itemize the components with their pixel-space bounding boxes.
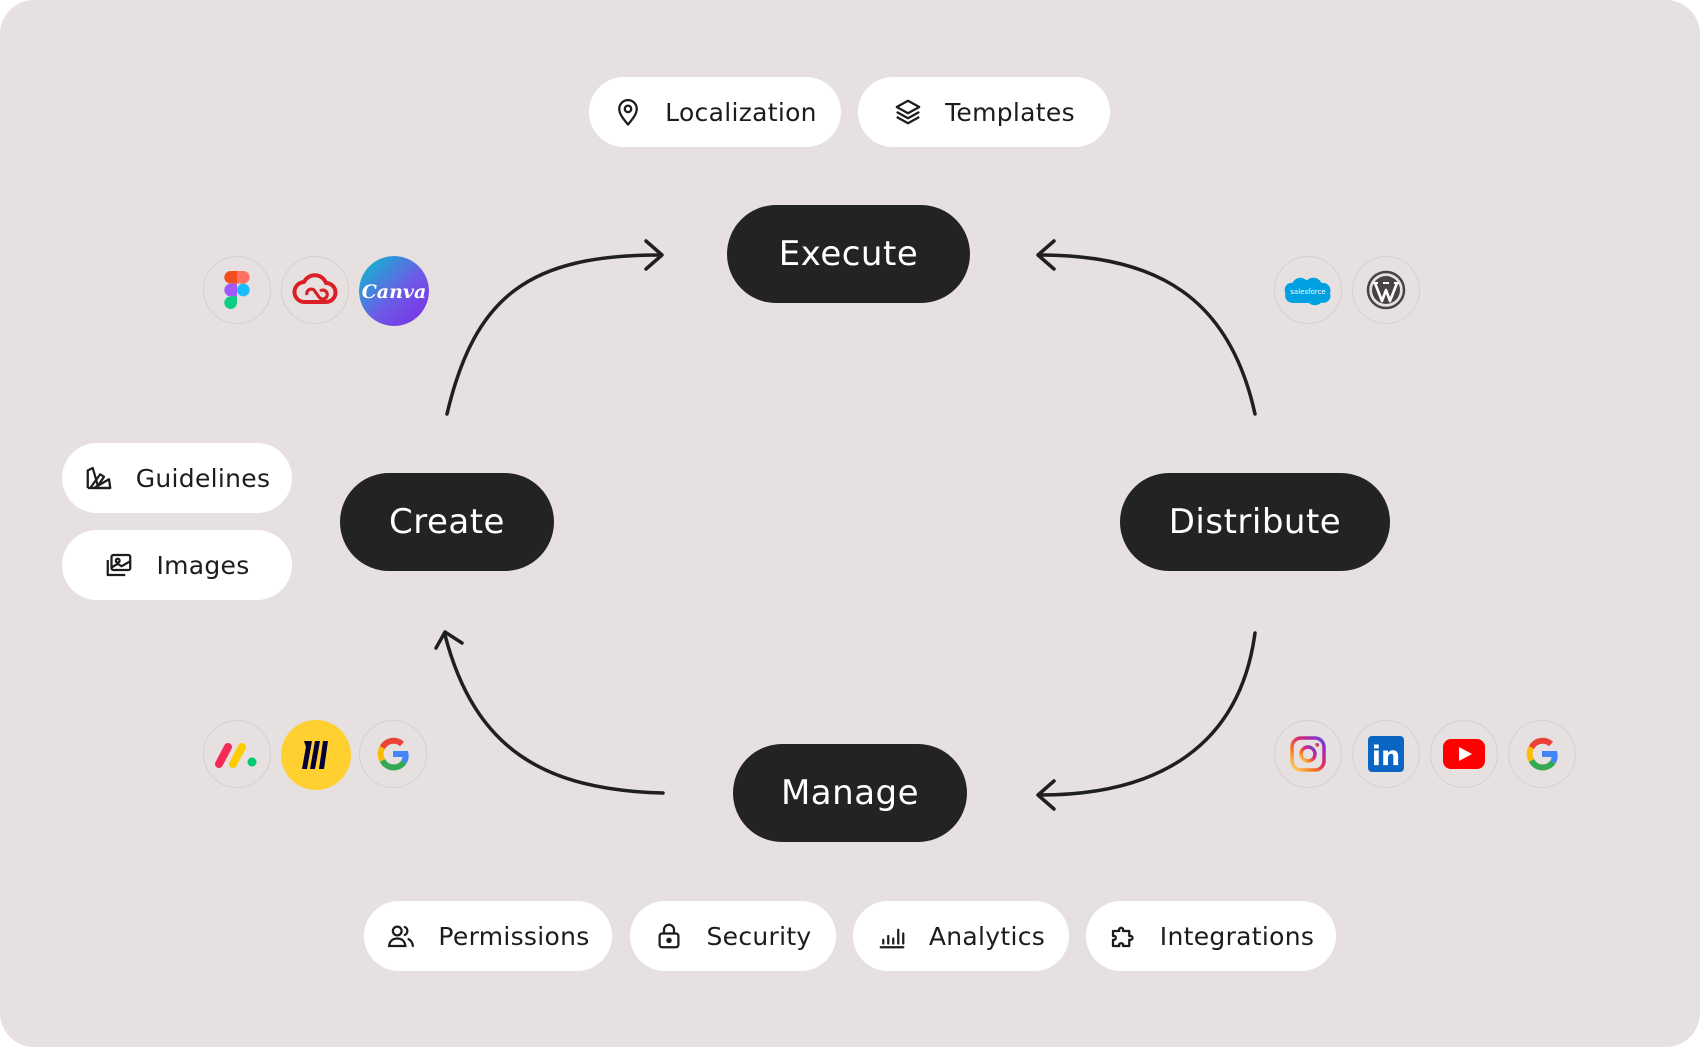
arrow-distribute-to-manage (1038, 631, 1257, 797)
pill-guidelines: Guidelines (62, 443, 292, 513)
arrowhead-manage-right (1036, 779, 1056, 811)
linkedin-icon: in (1352, 720, 1420, 788)
users-icon (388, 925, 415, 948)
arrowhead-create-bottom (434, 630, 464, 650)
pill-label: Permissions (438, 921, 590, 951)
miro-icon (281, 720, 351, 790)
stage-distribute: Distribute (1120, 473, 1390, 571)
pill-label: Guidelines (135, 463, 271, 493)
bar-chart-icon (879, 928, 905, 949)
canva-wordmark: Canva (362, 281, 427, 303)
stage-manage: Manage (733, 744, 967, 842)
arrowhead-execute-right (1036, 239, 1056, 271)
google-icon (359, 720, 427, 788)
salesforce-icon: salesforce (1274, 256, 1342, 324)
pill-label: Integrations (1159, 921, 1315, 951)
salesforce-wordmark: salesforce (1290, 288, 1325, 296)
linkedin-wordmark: in (1372, 741, 1400, 772)
pill-label: Images (156, 550, 250, 580)
google-icon (1508, 720, 1576, 788)
lock-icon (658, 923, 680, 949)
wordpress-icon (1352, 256, 1420, 324)
monday-icon (203, 720, 271, 788)
puzzle-icon (1111, 926, 1134, 948)
pill-templates: Templates (858, 77, 1110, 147)
figma-icon (203, 256, 271, 324)
pill-security: Security (630, 901, 836, 971)
pill-label: Security (706, 921, 812, 951)
map-pin-icon (618, 99, 639, 126)
arrowhead-execute-left (644, 239, 664, 271)
pill-images: Images (62, 530, 292, 600)
stage-execute: Execute (727, 205, 970, 303)
pill-localization: Localization (589, 77, 841, 147)
images-icon (107, 553, 132, 577)
arrow-manage-to-create (443, 633, 665, 795)
pill-analytics: Analytics (853, 901, 1069, 971)
pill-integrations: Integrations (1086, 901, 1336, 971)
arrow-create-to-execute (445, 253, 662, 416)
pill-label: Templates (945, 97, 1075, 127)
youtube-icon (1430, 720, 1498, 788)
creative-cloud-icon (281, 256, 349, 324)
instagram-icon (1274, 720, 1342, 788)
pill-permissions: Permissions (364, 901, 612, 971)
pill-label: Analytics (928, 921, 1046, 951)
canva-icon: Canva (359, 256, 429, 326)
stage-create: Create (340, 473, 554, 571)
swatch-book-icon (86, 466, 112, 490)
arrow-distribute-to-execute (1038, 253, 1257, 416)
pill-label: Localization (665, 97, 817, 127)
layers-icon (895, 99, 921, 125)
